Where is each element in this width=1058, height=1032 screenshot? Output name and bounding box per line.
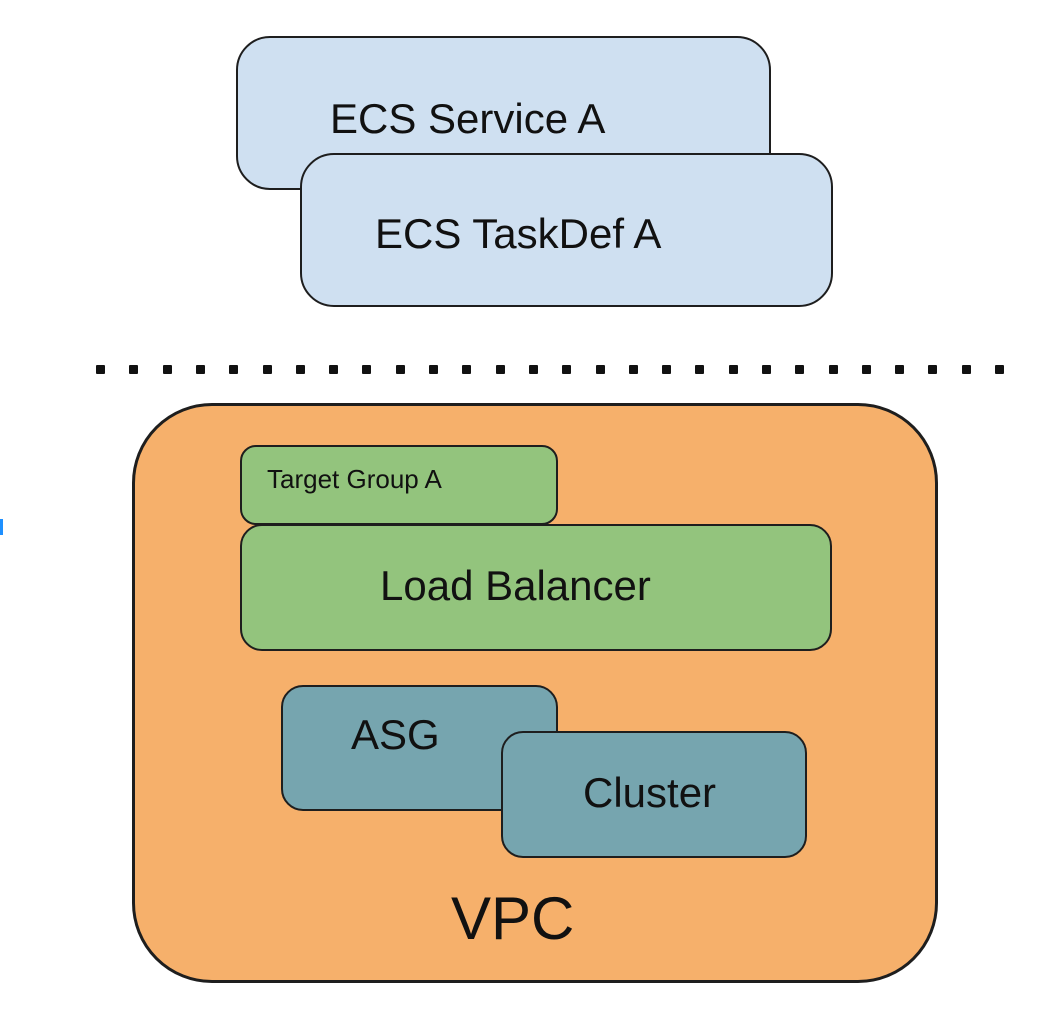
separator-dot: [795, 365, 804, 374]
separator-dot: [529, 365, 538, 374]
separator-dot: [562, 365, 571, 374]
target-group-box: Target Group A: [240, 445, 558, 525]
separator-dot: [296, 365, 305, 374]
edge-marker: [0, 519, 3, 535]
separator-dot: [329, 365, 338, 374]
separator-dot: [962, 365, 971, 374]
load-balancer-box: Load Balancer: [240, 524, 832, 651]
separator-dot: [163, 365, 172, 374]
separator-dot: [629, 365, 638, 374]
separator-dot: [362, 365, 371, 374]
dotted-separator: [96, 365, 1004, 375]
separator-dot: [129, 365, 138, 374]
separator-dot: [196, 365, 205, 374]
separator-dot: [596, 365, 605, 374]
separator-dot: [862, 365, 871, 374]
load-balancer-label: Load Balancer: [380, 562, 651, 609]
separator-dot: [762, 365, 771, 374]
separator-dot: [829, 365, 838, 374]
separator-dot: [895, 365, 904, 374]
separator-dot: [695, 365, 704, 374]
separator-dot: [462, 365, 471, 374]
vpc-label: VPC: [451, 885, 575, 952]
ecs-service-label: ECS Service A: [330, 95, 606, 142]
separator-dot: [729, 365, 738, 374]
separator-dot: [995, 365, 1004, 374]
ecs-taskdef-box: ECS TaskDef A: [300, 153, 833, 307]
cluster-label: Cluster: [583, 769, 717, 816]
target-group-label: Target Group A: [267, 464, 442, 494]
cluster-box: Cluster: [501, 731, 807, 858]
ecs-taskdef-label: ECS TaskDef A: [375, 210, 662, 257]
asg-label: ASG: [351, 711, 440, 758]
separator-dot: [496, 365, 505, 374]
separator-dot: [928, 365, 937, 374]
separator-dot: [662, 365, 671, 374]
separator-dot: [229, 365, 238, 374]
separator-dot: [429, 365, 438, 374]
separator-dot: [96, 365, 105, 374]
separator-dot: [396, 365, 405, 374]
separator-dot: [263, 365, 272, 374]
